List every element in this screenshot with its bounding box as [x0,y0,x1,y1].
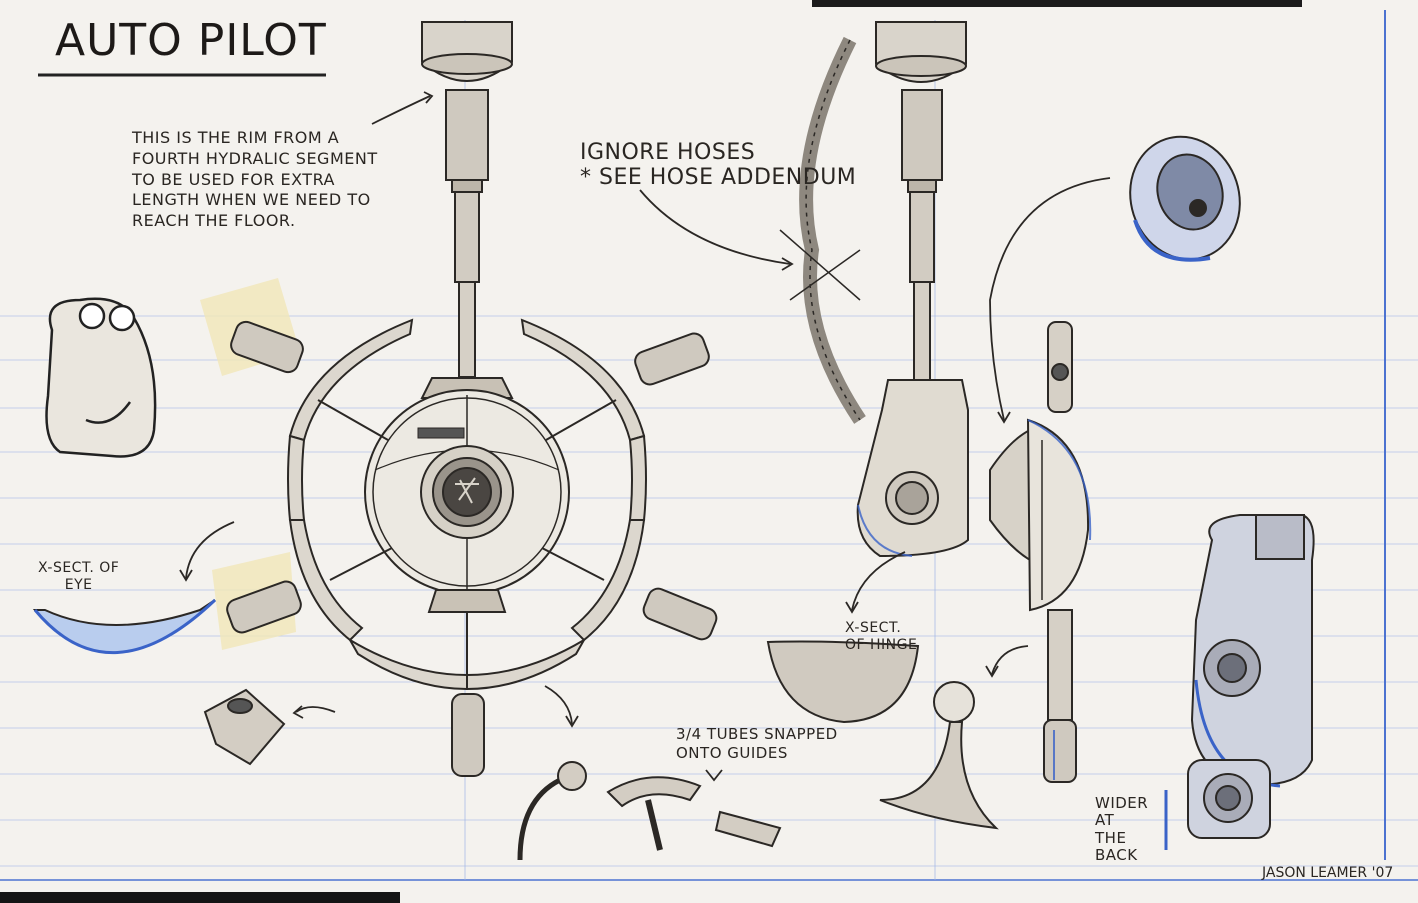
eye-section-label-line: EYE [64,576,93,593]
tubes-annotation-line: 3/4 TUBES SNAPPED [676,725,838,743]
thrusters [226,320,718,777]
bottom-edge-shadow [0,892,400,903]
hinge-section-label-line: OF HINGE [845,636,918,653]
ruled-lines [0,315,1418,867]
camera-box-detail [1164,759,1271,850]
side-view [779,21,1090,783]
wider-annotation-line: WIDER [1095,794,1149,812]
wider-annotation-line: BACK [1095,845,1138,864]
hinge-section-label: X-SECT. OF HINGE [845,620,917,654]
rim-annotation-line: FOURTH HYDRALIC SEGMENT [132,148,378,168]
rim-annotation-line: THIS IS THE RIM FROM A [132,128,340,147]
hinge-section-label-line: X-SECT. [845,620,902,636]
hinge-cross-section [766,640,920,724]
rim-annotation-line: LENGTH WHEN WE NEED TO [132,190,371,210]
eye-section-label-line: X-SECT. OF [38,560,120,576]
hose-annotation-line: IGNORE HOSES [580,140,756,165]
small-parts [203,681,999,861]
front-view-rings [287,318,647,690]
artist-signature: JASON LEAMER '07 [1262,865,1394,881]
wider-annotation: WIDER AT THE BACK [1095,794,1149,864]
front-view-core [364,21,570,613]
hinge-housing-detail [1190,514,1315,788]
wider-annotation-line: THE [1095,828,1127,847]
sheet-title: AUTO PILOT [55,15,327,66]
top-edge-shadow [812,0,1302,7]
doodle-creature [45,297,157,458]
hose-annotation-line: * SEE HOSE ADDENDUM [580,165,857,191]
callout-arrows [179,91,1111,782]
eye-disc-detail [1129,135,1241,262]
hose-annotation: IGNORE HOSES * SEE HOSE ADDENDUM [580,140,856,191]
tubes-annotation-line: ONTO GUIDES [676,743,788,762]
blue-shading [857,419,1092,780]
rim-annotation: THIS IS THE RIM FROM A FOURTH HYDRALIC S… [132,128,378,232]
wider-annotation-line: AT [1095,811,1115,830]
eye-cross-section [32,598,217,654]
rim-annotation-line: TO BE USED FOR EXTRA [132,169,335,189]
eye-section-label: X-SECT. OF EYE [38,560,119,594]
tubes-annotation: 3/4 TUBES SNAPPED ONTO GUIDES [676,725,838,763]
rim-annotation-line: REACH THE FLOOR. [132,211,296,231]
